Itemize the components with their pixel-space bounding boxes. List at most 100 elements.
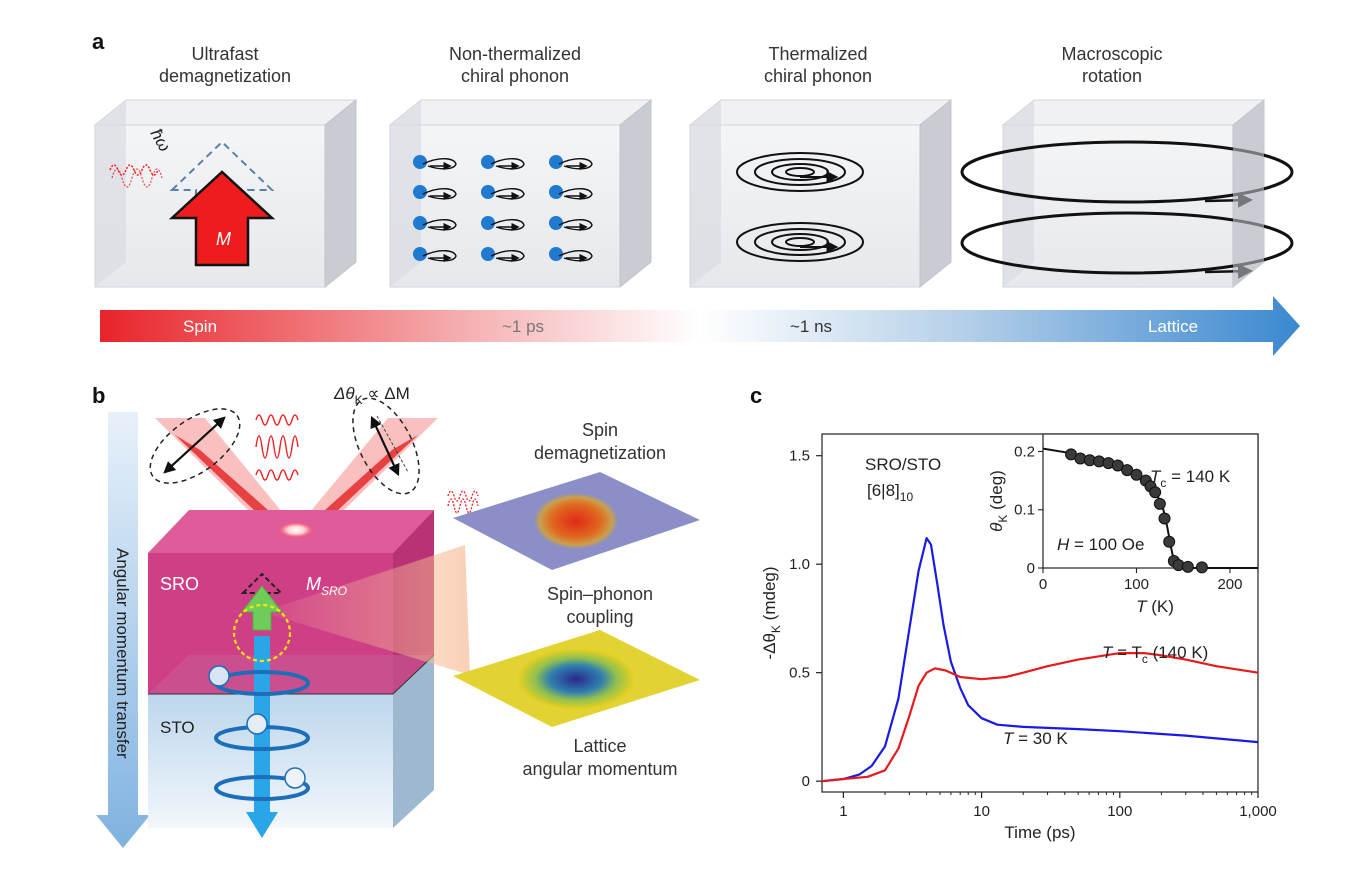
inset-data-point xyxy=(1121,464,1134,477)
timeline-lattice-label: Lattice xyxy=(1148,317,1198,336)
main-plot-frame xyxy=(821,433,1259,793)
inset-x-tick-label: 200 xyxy=(1217,576,1242,593)
stage-boxes xyxy=(93,98,1266,289)
angular-momentum-flow-arrow-icon xyxy=(246,636,278,838)
step-3-line2: angular momentum xyxy=(522,759,677,779)
laser-spot-icon xyxy=(278,522,314,538)
stage-1-box xyxy=(93,98,358,289)
inset-y-tick-label: 0 xyxy=(1027,560,1035,577)
timeline-arrow: Spin ~1 ps ~1 ns Lattice xyxy=(100,296,1300,356)
main-chart: 1 10 100 1,000 0 0.5 1.0 1.5 Time (ps) -ΔθK (m… xyxy=(760,433,1277,842)
stage-titles: Ultrafast demagnetization Non-thermalize… xyxy=(159,44,1163,86)
inset-x-ticks: 0 100 200 xyxy=(1039,568,1242,593)
laser-pulse-icon xyxy=(109,164,159,176)
stage-1-content: ħω M xyxy=(109,126,276,267)
step-1-line2: demagnetization xyxy=(534,443,666,463)
polarization-out-icon xyxy=(352,397,420,495)
timeline-1ps-label: ~1 ps xyxy=(502,317,544,336)
red-series-line xyxy=(821,652,1259,783)
field-annotation: H = 100 Oe xyxy=(1057,535,1144,554)
sample-label: SRO/STO xyxy=(865,455,941,474)
inset-data-point xyxy=(1149,486,1162,499)
stage-4-title-line2: rotation xyxy=(1082,66,1142,86)
x-tick-label: 1,000 xyxy=(1239,803,1277,820)
inset-series xyxy=(1042,447,1258,574)
inset-data-point xyxy=(1111,459,1124,472)
magnetization-arrow-icon xyxy=(168,170,276,267)
inset-data-point xyxy=(1163,535,1176,548)
x-tick-label: 10 xyxy=(973,803,990,820)
step-3-line1: Lattice xyxy=(573,736,626,756)
main-x-axis-label: Time (ps) xyxy=(1004,823,1075,842)
x-tick-label: 100 xyxy=(1107,803,1132,820)
x-tick-label: 1 xyxy=(839,803,847,820)
stage-1-title-line2: demagnetization xyxy=(159,66,291,86)
original-moment-outline-icon xyxy=(169,140,275,201)
blue-series-annotation: T = 30 K xyxy=(1003,729,1068,748)
coupling-region-icon xyxy=(232,603,292,663)
sample-block: SRO MSRO STO xyxy=(148,510,470,838)
sample-layers-label: [6|8]10 xyxy=(867,481,913,504)
panel-b-label: b xyxy=(92,383,105,408)
y-tick-label: 0 xyxy=(802,773,810,790)
msro-arrow-icon xyxy=(240,585,284,631)
step-2-line1: Spin–phonon xyxy=(547,584,653,604)
panel-c-label: c xyxy=(750,383,762,408)
stage-1-title-line1: Ultrafast xyxy=(191,44,258,64)
inset-data-point xyxy=(1181,560,1194,573)
sto-side-face xyxy=(393,655,434,828)
main-y-axis-label: -ΔθK (mdeg) xyxy=(760,566,783,659)
inset-data-point xyxy=(1195,561,1208,574)
kerr-relation: ΔθK ∝ ΔM xyxy=(333,384,410,407)
stage-4-box xyxy=(1001,98,1266,289)
thermalized-spiral-icon xyxy=(736,152,864,262)
pump-pulse-icon xyxy=(255,435,299,459)
stage-3-title-line1: Thermalized xyxy=(768,44,867,64)
macroscopic-rotation-icon xyxy=(960,100,1294,287)
step-2-line2: coupling xyxy=(566,607,633,627)
stage-2-atoms xyxy=(413,155,593,263)
inset-data-point xyxy=(1153,497,1166,510)
process-steps: Spin demagnetization Spin–phonon couplin… xyxy=(447,420,700,779)
stage-4-title-line1: Macroscopic xyxy=(1061,44,1162,64)
tc-annotation: Tc = 140 K xyxy=(1150,467,1231,490)
inset-y-ticks: 0 0.1 0.2 xyxy=(1014,443,1043,577)
main-x-ticks: 1 10 100 1,000 xyxy=(839,792,1277,820)
sto-front-face xyxy=(148,694,393,828)
blue-series-line xyxy=(821,537,1259,783)
y-tick-label: 1.5 xyxy=(789,448,810,465)
timeline-spin-label: Spin xyxy=(183,317,217,336)
panel-a-label: a xyxy=(92,29,105,54)
chiral-phonon-rings xyxy=(208,665,310,801)
stage-2-title-line1: Non-thermalized xyxy=(449,44,581,64)
inset-data-point xyxy=(1130,468,1143,481)
stage-3-box xyxy=(688,98,953,289)
atom-grid xyxy=(413,155,593,263)
inset-chart: 0 100 200 0 0.1 0.2 T (K) θK (deg) Tc = 140 … xyxy=(987,433,1259,616)
polarization-in-icon xyxy=(149,408,241,484)
red-series-annotation: T = Tc (140 K) xyxy=(1102,643,1208,666)
inset-y-tick-label: 0.2 xyxy=(1014,443,1035,460)
inset-x-tick-label: 0 xyxy=(1039,576,1047,593)
main-y-ticks: 0 0.5 1.0 1.5 xyxy=(789,448,822,790)
step-1-line1: Spin xyxy=(582,420,618,440)
timeline-1ns-label: ~1 ns xyxy=(790,317,832,336)
stage-3-title-line2: chiral phonon xyxy=(764,66,872,86)
main-series xyxy=(821,537,1259,783)
transfer-arrow-label: Angular momentum transfer xyxy=(113,548,132,759)
inset-x-axis-label: T (K) xyxy=(1136,597,1174,616)
probe-beams xyxy=(149,397,438,512)
magnetization-label: M xyxy=(216,229,231,249)
y-tick-label: 0.5 xyxy=(789,665,810,682)
inset-y-axis-label: θK (deg) xyxy=(987,470,1010,532)
stage-2-title-line2: chiral phonon xyxy=(461,66,569,86)
sto-label: STO xyxy=(160,718,195,737)
angular-momentum-transfer-arrow: Angular momentum transfer xyxy=(96,412,150,848)
inset-y-tick-label: 0.1 xyxy=(1014,502,1035,519)
sro-label: SRO xyxy=(160,574,199,594)
inset-x-tick-label: 100 xyxy=(1124,576,1149,593)
y-tick-label: 1.0 xyxy=(789,556,810,573)
inset-data-point xyxy=(1158,512,1171,525)
